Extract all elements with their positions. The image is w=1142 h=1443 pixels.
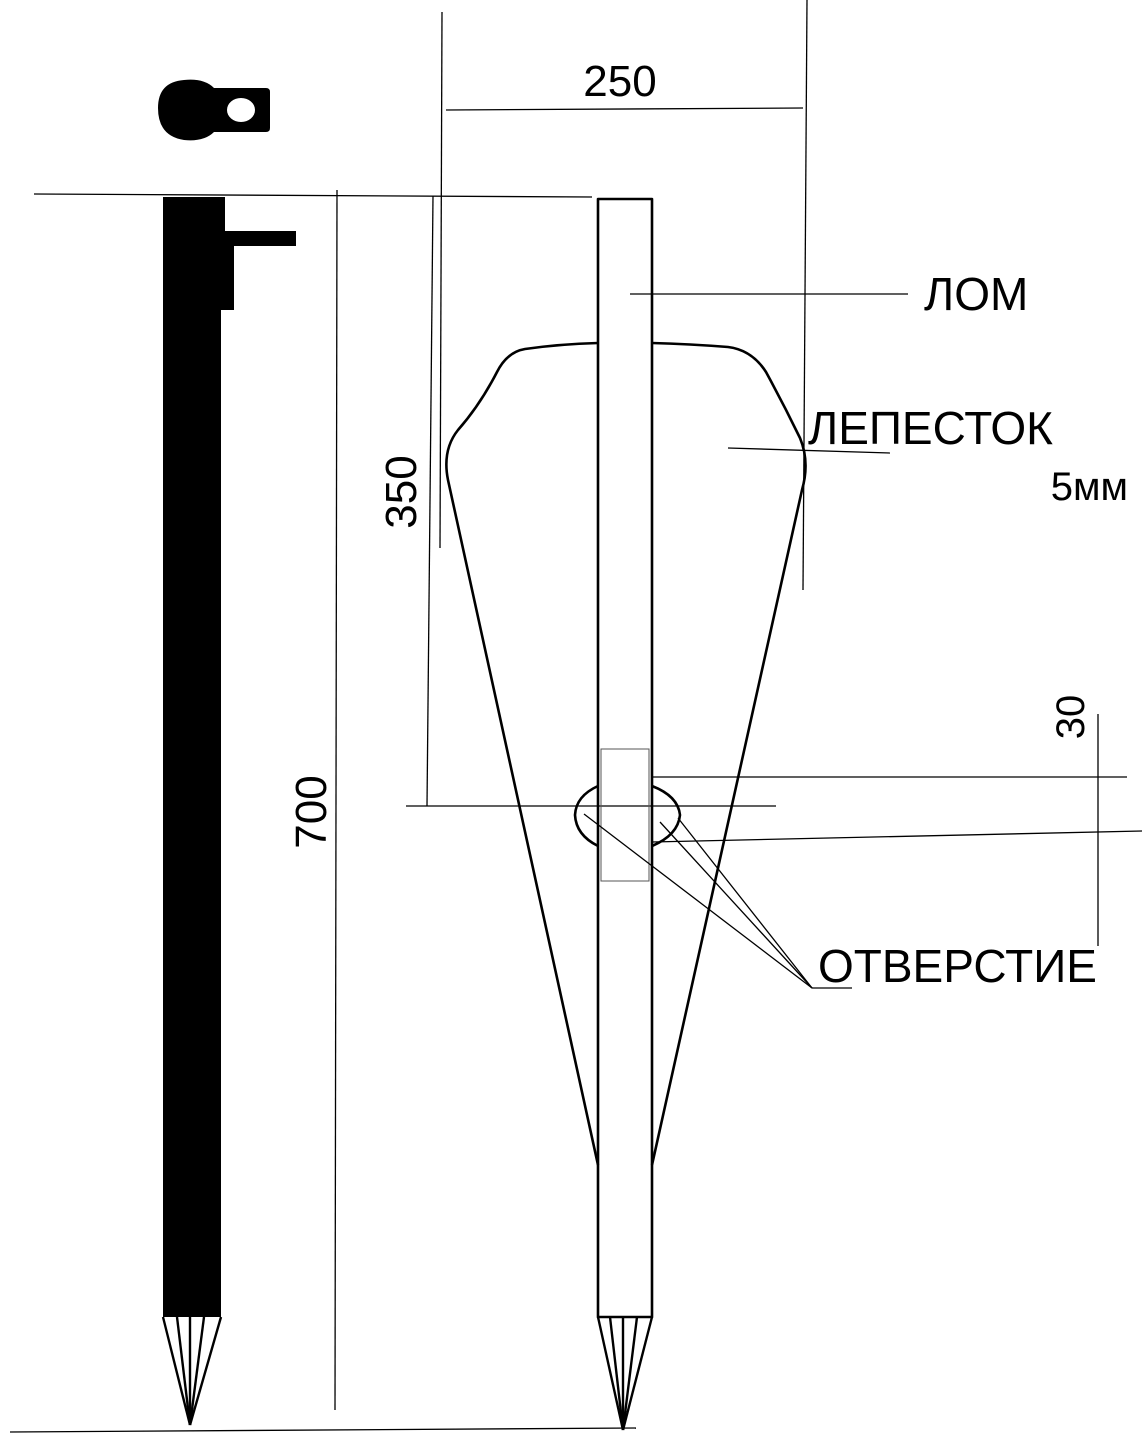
dimension-350: 350 (377, 455, 426, 528)
label-lom: ЛОМ (924, 268, 1028, 320)
dimension-lines (9, 0, 1142, 1433)
tip-side (161, 1316, 223, 1426)
hole-left-arc (573, 784, 599, 848)
tip-front (596, 1316, 654, 1431)
petal-outline-right (650, 341, 807, 1166)
dimension-250: 250 (583, 57, 656, 106)
dimension-700: 700 (287, 775, 336, 848)
side-view (158, 79, 296, 1426)
label-thickness: 5мм (1051, 465, 1128, 509)
dimension-30: 30 (1049, 695, 1093, 740)
label-otverstie: ОТВЕРСТИЕ (818, 940, 1097, 992)
leader-lines (583, 293, 908, 989)
bracket-top-view (158, 79, 270, 141)
petal-outline (445, 341, 600, 1166)
bracket-hole (227, 98, 255, 122)
hole-right-arc (651, 784, 682, 848)
bracket-plate (221, 246, 234, 310)
front-view (445, 197, 807, 1431)
hole-box (600, 748, 650, 882)
bar-side (163, 197, 221, 1317)
bar-front (596, 197, 654, 1319)
label-lepestok: ЛЕПЕСТОК (808, 402, 1053, 454)
bracket-arm (221, 231, 296, 246)
bracket-notch (221, 197, 225, 231)
